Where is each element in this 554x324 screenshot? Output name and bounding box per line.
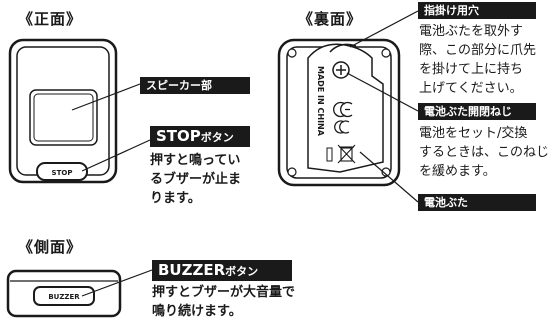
speaker-leader-line bbox=[71, 83, 141, 111]
buzzer-button-shape bbox=[33, 286, 95, 306]
weee-bin-icon bbox=[337, 144, 356, 164]
hook-hole-desc-line: 上げてください。 bbox=[419, 81, 523, 96]
buzzer-button-label: BUZZERボタン bbox=[152, 260, 292, 281]
hook-hole-desc-line: 電池ぶたを取外す bbox=[419, 24, 524, 39]
front-view-heading: 《正面》 bbox=[18, 10, 83, 28]
battery-cover-label: 電池ぶた bbox=[418, 194, 536, 211]
corner-screw-bl bbox=[287, 167, 297, 177]
fcc-mark-icon bbox=[334, 120, 350, 134]
screw-leader-line bbox=[346, 72, 419, 112]
corner-screw-tl bbox=[287, 48, 297, 58]
stop-leader-line bbox=[81, 139, 151, 172]
buzzer-leader-line bbox=[81, 269, 153, 297]
corner-screw-tr bbox=[381, 48, 391, 58]
battery-polarity-icon bbox=[326, 147, 333, 162]
front-speaker-grille bbox=[29, 89, 98, 146]
cover-leader-line bbox=[359, 151, 419, 203]
hook-hole-desc-line: を掛けて上に持ち bbox=[419, 62, 524, 77]
stop-description: 押すと鳴ってい るブザーが止ま ります。 bbox=[150, 151, 241, 208]
side-device: BUZZER bbox=[6, 269, 122, 318]
screw-description: 電池をセット/交換 するときは、このねじ を緩めます。 bbox=[419, 124, 549, 181]
stop-desc-line: 押すと鳴ってい bbox=[150, 153, 241, 168]
corner-screw-br bbox=[381, 167, 391, 177]
stop-button-shape bbox=[36, 162, 88, 181]
stop-label-main: STOP bbox=[156, 127, 201, 145]
front-speaker-grille-inner bbox=[33, 93, 94, 142]
front-device: STOP bbox=[8, 38, 118, 184]
made-in-china-text: MADE IN CHINA bbox=[316, 66, 325, 137]
back-device: MADE IN CHINA bbox=[277, 38, 401, 187]
side-view-heading: 《側面》 bbox=[18, 238, 83, 256]
stop-button-label: STOPボタン bbox=[150, 126, 250, 147]
screw-desc-line: 電池をセット/交換 bbox=[419, 126, 528, 141]
battery-cover-outline bbox=[307, 43, 384, 173]
hook-hole-leader-line bbox=[349, 10, 419, 48]
screw-desc-line: するときは、このねじ bbox=[419, 145, 550, 160]
stop-desc-line: るブザーが止ま bbox=[150, 172, 242, 187]
screw-desc-line: を緩めます。 bbox=[419, 164, 496, 179]
buzzer-description: 押すとブザーが大音量で 鳴り続けます。 bbox=[152, 283, 295, 321]
buzzer-label-main: BUZZER bbox=[158, 261, 226, 279]
hook-hole-label: 指掛け用穴 bbox=[418, 2, 536, 19]
buzzer-desc-line: 押すとブザーが大音量で bbox=[152, 285, 296, 300]
buzzer-label-suffix: ボタン bbox=[225, 265, 259, 278]
speaker-label: スピーカー部 bbox=[140, 77, 250, 94]
stop-label-suffix: ボタン bbox=[200, 131, 234, 144]
stop-desc-line: ります。 bbox=[150, 191, 201, 206]
buzzer-desc-line: 鳴り続けます。 bbox=[152, 304, 242, 319]
back-view-heading: 《裏面》 bbox=[298, 10, 363, 28]
screw-label: 電池ぶた開閉ねじ bbox=[418, 103, 536, 120]
stop-button-text: STOP bbox=[52, 169, 73, 177]
buzzer-button-text: BUZZER bbox=[48, 293, 80, 301]
ce-mark-icon bbox=[333, 101, 353, 118]
hook-hole-desc-line: 際、この部分に爪先 bbox=[419, 43, 537, 58]
hook-hole-description: 電池ぶたを取外す 際、この部分に爪先 を掛けて上に持ち 上げてください。 bbox=[419, 22, 536, 98]
